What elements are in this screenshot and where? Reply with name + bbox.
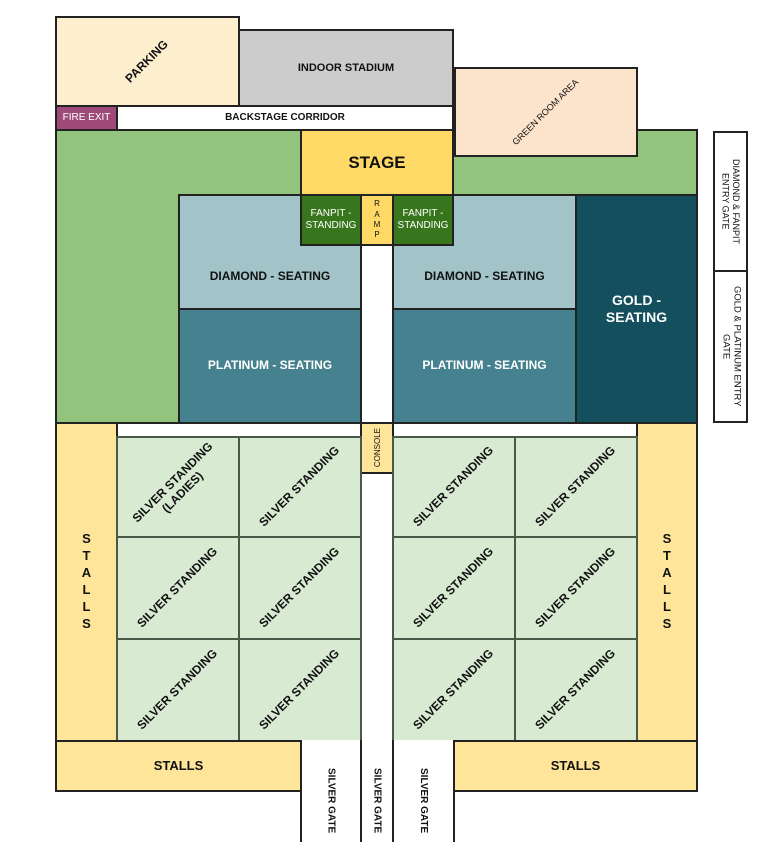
- silver-block[interactable]: SILVER STANDING: [392, 436, 516, 538]
- zone-fanpit-right-line2: STANDING: [397, 220, 449, 231]
- zone-stalls-bottom-right[interactable]: STALLS: [453, 740, 698, 792]
- zone-indoor-stadium[interactable]: INDOOR STADIUM: [238, 29, 454, 107]
- zone-diamond-right-label: DIAMOND - SEATING: [424, 269, 545, 284]
- stalls-letter: L: [663, 598, 671, 614]
- zone-stage-label: STAGE: [348, 152, 406, 172]
- silver-block[interactable]: SILVER STANDING: [238, 638, 362, 742]
- silver-gate-1-label: SILVER GATE: [325, 768, 337, 834]
- silver-block[interactable]: SILVER STANDING: [514, 536, 638, 640]
- silver-block[interactable]: SILVER STANDING: [116, 638, 240, 742]
- zone-green-room[interactable]: GREEN ROOM AREA: [454, 67, 638, 157]
- stalls-letter: A: [662, 565, 672, 581]
- zone-fire-exit[interactable]: FIRE EXIT: [55, 105, 118, 131]
- silver-block-label: SILVER STANDING: [134, 646, 221, 733]
- zone-lower-aisle: [360, 472, 394, 742]
- zone-fanpit-right-line1: FANPIT -: [402, 208, 444, 219]
- silver-gate-2-label: SILVER GATE: [371, 768, 383, 834]
- zone-gold[interactable]: GOLD - SEATING: [575, 194, 698, 424]
- silver-block[interactable]: SILVER STANDING: [392, 638, 516, 742]
- silver-gate-3[interactable]: SILVER GATE: [392, 740, 455, 842]
- silver-block[interactable]: SILVER STANDING: [238, 536, 362, 640]
- zone-parking[interactable]: PARKING: [55, 16, 240, 107]
- stalls-letter: S: [662, 615, 672, 631]
- zone-parking-label: PARKING: [122, 36, 172, 86]
- stalls-letter: S: [82, 531, 91, 547]
- zone-green-room-label: GREEN ROOM AREA: [510, 76, 581, 147]
- stalls-letter: L: [82, 582, 91, 597]
- zone-fire-exit-label: FIRE EXIT: [62, 112, 111, 124]
- zone-diamond-left-label: DIAMOND - SEATING: [209, 269, 331, 284]
- zone-stage[interactable]: STAGE: [300, 129, 454, 196]
- entry-gate-line: GATE: [720, 333, 732, 360]
- silver-block-label: SILVER STANDING (LADIES): [130, 439, 226, 535]
- entry-gate-line: DIAMOND & FANPIT: [730, 158, 741, 244]
- silver-block-label: SILVER STANDING: [410, 646, 497, 733]
- silver-block-label: SILVER STANDING: [256, 443, 343, 530]
- zone-platinum-right[interactable]: PLATINUM - SEATING: [392, 308, 577, 424]
- zone-gold-label-line2: SEATING: [605, 309, 668, 325]
- silver-gate-3-label: SILVER GATE: [418, 768, 429, 834]
- silver-block-label: SILVER STANDING: [256, 544, 343, 631]
- entry-gate-gold-platinum[interactable]: GOLD & PLATINUM ENTRY GATE: [713, 270, 748, 423]
- zone-fanpit-left-label: FANPIT - STANDING: [306, 208, 357, 232]
- zone-stalls-bottom-left[interactable]: STALLS: [55, 740, 302, 792]
- silver-block-label: SILVER STANDING: [256, 646, 343, 733]
- zone-indoor-stadium-label: INDOOR STADIUM: [297, 61, 395, 74]
- silver-gate-1[interactable]: SILVER GATE: [300, 740, 362, 842]
- silver-block[interactable]: SILVER STANDING (LADIES): [116, 436, 240, 538]
- zone-stalls-right-label: S T A L L S: [662, 531, 671, 632]
- zone-console-label: CONSOLE: [372, 428, 382, 468]
- zone-platinum-right-label: PLATINUM - SEATING: [422, 358, 547, 373]
- zone-center-aisle: [360, 244, 394, 426]
- silver-block-label: SILVER STANDING: [410, 544, 497, 631]
- zone-gold-label: GOLD - SEATING: [606, 292, 667, 326]
- silver-block[interactable]: SILVER STANDING: [514, 436, 638, 538]
- zone-fanpit-left[interactable]: FANPIT - STANDING: [300, 194, 362, 246]
- zone-ramp[interactable]: R A M P: [360, 194, 394, 246]
- zone-stalls-left[interactable]: S T A L L S: [55, 422, 118, 742]
- stalls-letter: S: [82, 615, 91, 631]
- zone-ramp-letter: M: [373, 220, 381, 229]
- entry-gate-line: GOLD & PLATINUM ENTRY: [731, 286, 743, 407]
- stalls-letter: T: [663, 548, 671, 564]
- entry-gate-gold-platinum-label: GOLD & PLATINUM ENTRY GATE: [720, 286, 743, 407]
- silver-block-label: SILVER STANDING: [134, 544, 221, 631]
- zone-stalls-left-label: S T A L L S: [82, 531, 91, 632]
- silver-block-label: SILVER STANDING: [532, 443, 619, 530]
- silver-gate-2[interactable]: SILVER GATE: [360, 740, 394, 842]
- zone-ramp-letter: A: [374, 209, 380, 219]
- stalls-letter: L: [82, 598, 91, 614]
- stalls-letter: A: [81, 565, 92, 581]
- silver-block-label: SILVER STANDING: [532, 646, 619, 733]
- stalls-letter: T: [82, 548, 91, 564]
- entry-gate-diamond-fanpit-label: DIAMOND & FANPIT ENTRY GATE: [720, 159, 741, 244]
- entry-gate-diamond-fanpit[interactable]: DIAMOND & FANPIT ENTRY GATE: [713, 131, 748, 272]
- entry-gate-line: ENTRY GATE: [720, 173, 731, 230]
- zone-fanpit-left-line1: FANPIT -: [310, 208, 352, 219]
- zone-backstage-corridor-label: BACKSTAGE CORRIDOR: [225, 112, 345, 124]
- zone-fanpit-right-label: FANPIT - STANDING: [398, 208, 449, 232]
- stalls-letter: L: [663, 582, 671, 597]
- zone-stalls-right[interactable]: S T A L L S: [636, 422, 698, 742]
- zone-gold-label-line1: GOLD -: [611, 292, 661, 309]
- zone-platinum-left[interactable]: PLATINUM - SEATING: [178, 308, 362, 424]
- zone-fanpit-left-line2: STANDING: [305, 220, 357, 231]
- zone-ramp-letter: R: [374, 199, 380, 209]
- silver-block[interactable]: SILVER STANDING: [392, 536, 516, 640]
- zone-backstage-corridor[interactable]: BACKSTAGE CORRIDOR: [116, 105, 454, 131]
- silver-block[interactable]: SILVER STANDING: [116, 536, 240, 640]
- silver-block-label: SILVER STANDING: [410, 443, 497, 530]
- silver-block[interactable]: SILVER STANDING: [238, 436, 362, 538]
- zone-ramp-label: R A M P: [374, 199, 381, 241]
- zone-stalls-bottom-right-label: STALLS: [550, 757, 601, 773]
- zone-ramp-letter: P: [374, 230, 380, 240]
- zone-fanpit-right[interactable]: FANPIT - STANDING: [392, 194, 454, 246]
- zone-stalls-bottom-left-label: STALLS: [153, 757, 204, 773]
- zone-platinum-left-label: PLATINUM - SEATING: [207, 358, 333, 373]
- stalls-letter: S: [662, 531, 672, 547]
- silver-block[interactable]: SILVER STANDING: [514, 638, 638, 742]
- silver-block-label: SILVER STANDING: [532, 544, 619, 631]
- zone-console[interactable]: CONSOLE: [360, 422, 394, 474]
